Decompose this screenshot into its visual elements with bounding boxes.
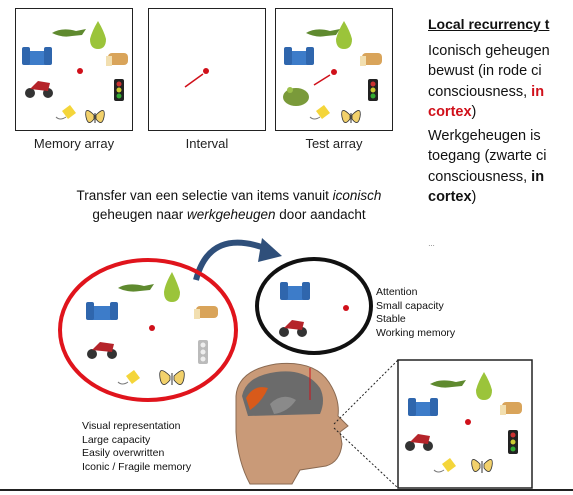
working-memory-properties: Attention Small capacity Stable Working …: [376, 286, 455, 340]
transfer-arrow: [193, 238, 282, 281]
property-item: Small capacity: [376, 299, 444, 312]
transfer-italic-2: werkgeheugen: [186, 207, 276, 222]
percept-panel: [397, 359, 533, 489]
text-line-3-red: in: [531, 83, 545, 100]
property-item: Working memory: [376, 326, 456, 339]
interval-cue: [184, 68, 209, 88]
text-line-5: Werkgeheugen is: [428, 127, 541, 144]
iconic-memory-circle: [58, 258, 238, 402]
small-note: …: [428, 241, 436, 248]
kite-icon: [117, 370, 140, 385]
crocodile-icon: [118, 284, 154, 292]
pear-icon: [90, 21, 106, 49]
motorcycle-icon: [405, 434, 433, 451]
traffic-light-icon: [198, 340, 208, 364]
memory-array-panel: [15, 8, 133, 131]
bread-icon: [500, 402, 522, 415]
property-item: Visual representation: [82, 420, 181, 432]
sofa-icon: [280, 282, 310, 300]
test-array-panel: [275, 8, 393, 131]
butterfly-icon: [341, 110, 361, 123]
traffic-light-icon: [508, 430, 518, 454]
right-text-block: Local recurrency t Iconisch geheugen bew…: [428, 14, 573, 208]
text-line-8-suffix: ): [471, 189, 477, 205]
property-item: Iconic / Fragile memory: [82, 460, 192, 473]
connector-line-top: [333, 359, 399, 425]
butterfly-icon: [471, 459, 493, 473]
text-line-3: consciousness, in: [428, 82, 573, 103]
cue-line: [313, 74, 331, 86]
memory-array-items: [22, 21, 128, 123]
sofa-icon: [86, 302, 118, 320]
traffic-light-icon: [368, 79, 378, 101]
memory-array-label: Memory array: [33, 136, 115, 151]
kite-icon: [55, 105, 76, 120]
text-line-8: cortex): [428, 187, 573, 208]
bread-icon: [106, 53, 128, 66]
transfer-caption: Transfer van een selectie van items vanu…: [44, 186, 414, 224]
connector-line-bottom: [333, 427, 399, 489]
pear-icon: [476, 372, 492, 400]
kite-icon: [309, 105, 330, 120]
text-line-1: Iconisch geheugen: [428, 42, 550, 59]
transfer-text-1: Transfer van een selectie van items vanu…: [76, 188, 333, 203]
bread-icon: [194, 306, 218, 319]
property-item: Large capacity: [82, 433, 151, 446]
motorcycle-icon: [87, 342, 117, 359]
fixation-dot: [203, 68, 209, 74]
motorcycle-icon: [279, 320, 307, 337]
traffic-light-icon: [114, 79, 124, 101]
fixation-dot: [149, 325, 155, 331]
sofa-icon: [408, 398, 438, 416]
fixation-dot: [343, 305, 349, 311]
frog-icon: [283, 87, 309, 106]
test-array-label: Test array: [305, 136, 363, 151]
bottom-divider: [0, 489, 573, 491]
crocodile-icon: [430, 380, 466, 388]
property-item: Stable: [376, 313, 406, 325]
section-heading: Local recurrency t: [428, 16, 550, 32]
fixation-dot: [465, 419, 471, 425]
brain-head-icon: [235, 362, 349, 485]
interval-label: Interval: [185, 136, 229, 151]
sofa-icon: [284, 47, 314, 65]
transfer-italic-1: iconisch: [332, 188, 382, 203]
property-item: Attention: [376, 286, 418, 298]
fixation-dot: [331, 69, 337, 75]
pear-icon: [164, 272, 180, 302]
sofa-icon: [22, 47, 52, 65]
test-array-items: [283, 21, 382, 123]
text-line-6: toegang (zwarte ci: [428, 148, 547, 164]
text-line-2: bewust (in rode ci: [428, 63, 542, 79]
crocodile-icon: [52, 29, 86, 37]
property-item: Easily overwritten: [82, 447, 165, 459]
cue-line: [184, 73, 204, 88]
butterfly-icon: [85, 110, 105, 123]
text-line-7-bold: in: [531, 168, 545, 185]
text-line-4-red: cortex: [428, 104, 472, 120]
text-line-4: cortex): [428, 102, 573, 123]
crocodile-icon: [306, 29, 340, 37]
transfer-text-2: geheugen naar: [92, 207, 187, 222]
text-line-8-bold: cortex: [428, 189, 472, 205]
fixation-dot: [77, 68, 83, 74]
bread-icon: [360, 53, 382, 66]
transfer-text-3: door aandacht: [275, 207, 366, 222]
working-memory-circle: [255, 257, 373, 355]
text-line-3-prefix: consciousness,: [428, 83, 532, 100]
text-line-7-prefix: consciousness,: [428, 168, 532, 185]
text-line-7: consciousness, in: [428, 167, 573, 188]
motorcycle-icon: [25, 81, 53, 98]
interval-panel: [148, 8, 266, 131]
kite-icon: [433, 458, 456, 473]
text-line-4-suffix: ): [471, 104, 477, 120]
iconic-memory-properties: Visual representation Large capacity Eas…: [82, 420, 191, 474]
pear-icon: [336, 21, 352, 49]
butterfly-icon: [159, 370, 185, 385]
